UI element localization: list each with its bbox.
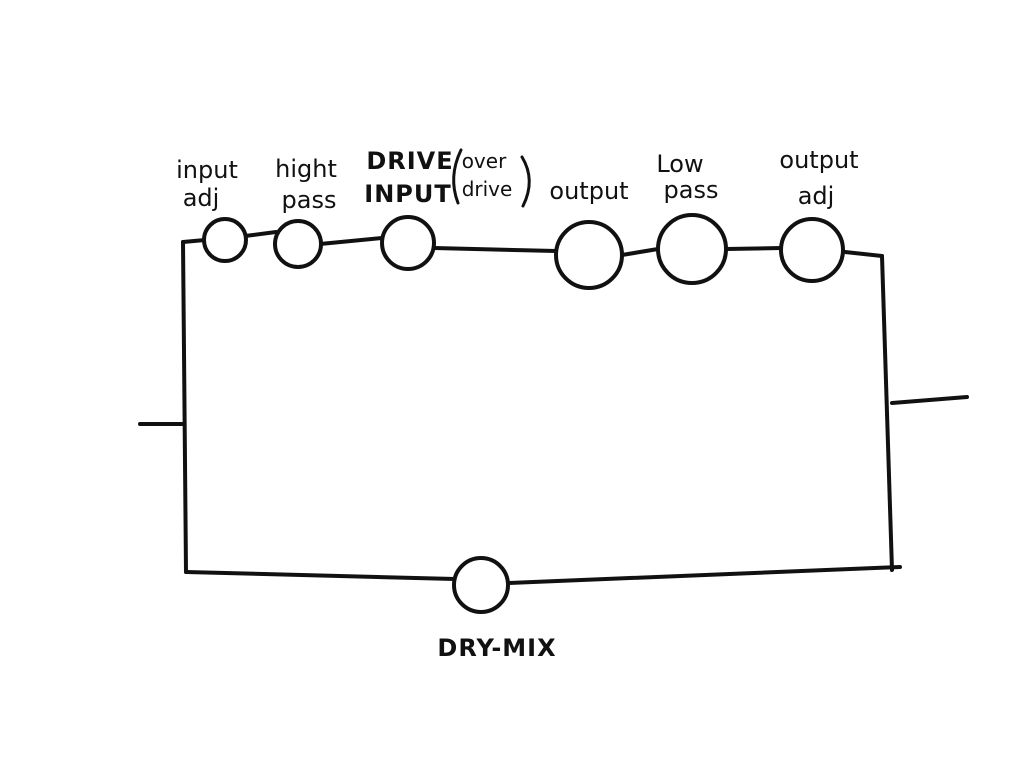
output-adj-label-line1: output [779, 146, 858, 174]
drive-note-line1: over [462, 149, 507, 173]
wet-path-wire [181, 230, 884, 258]
output-knob[interactable] [554, 220, 624, 290]
drive-input-knob[interactable] [380, 215, 436, 271]
drive-note-open-paren [452, 148, 463, 205]
high-pass-label-line1: hight [275, 155, 337, 183]
low-pass-knob[interactable] [656, 213, 728, 285]
output-adj-label-line2: adj [798, 182, 835, 210]
output-wire [890, 395, 969, 405]
input-adj-knob[interactable] [202, 217, 248, 263]
high-pass-knob[interactable] [273, 219, 323, 269]
input-adj-label-line1: input [176, 156, 238, 184]
drive-input-label-line2: INPUT [364, 180, 451, 208]
output-adj-knob[interactable] [779, 217, 845, 283]
left-rail [181, 240, 188, 574]
dry-mix-knob[interactable] [452, 556, 510, 614]
dry-path-wire [184, 565, 902, 585]
high-pass-label-line2: pass [282, 186, 337, 214]
drive-note-line2: drive [462, 177, 513, 201]
input-adj-label-line2: adj [183, 184, 220, 212]
dry-mix-label: DRY-MIX [437, 634, 556, 662]
low-pass-label-line1: Low [656, 150, 703, 178]
low-pass-label-line2: pass [664, 176, 719, 204]
drive-input-label-line1: DRIVE [366, 147, 453, 175]
output-label: output [549, 177, 628, 205]
right-rail [880, 254, 894, 572]
drive-note-close-paren [520, 155, 531, 208]
